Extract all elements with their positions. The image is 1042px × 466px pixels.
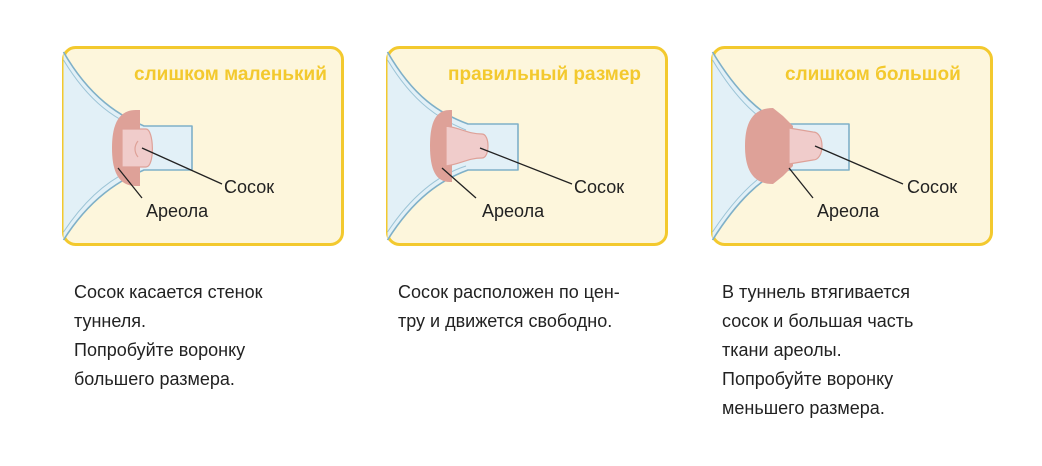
description-line: Сосок расположен по цен- bbox=[398, 282, 620, 302]
areola-label: Ареола bbox=[482, 201, 545, 221]
description-line: сосок и большая часть bbox=[722, 311, 914, 331]
panel-too-small: слишком маленький Сосок Ареола bbox=[62, 46, 344, 246]
description-line: Попробуйте воронку bbox=[74, 340, 246, 360]
nipple-label: Сосок bbox=[224, 177, 275, 197]
panel-correct-size: правильный размер Сосок Ареола bbox=[386, 46, 668, 246]
areola-label: Ареола bbox=[146, 201, 209, 221]
nipple-shape bbox=[445, 125, 489, 167]
description-too-small: Сосок касается стенок туннеля. Попробуйт… bbox=[74, 278, 262, 394]
nipple-label: Сосок bbox=[907, 177, 958, 197]
panel-title: слишком маленький bbox=[134, 64, 327, 85]
description-line: туннеля. bbox=[74, 311, 146, 331]
panel-too-large: слишком большой Сосок Ареола bbox=[711, 46, 993, 246]
description-too-large: В туннель втягивается сосок и большая ча… bbox=[722, 278, 913, 423]
description-line: В туннель втягивается bbox=[722, 282, 910, 302]
nipple-shape bbox=[788, 127, 823, 165]
areola-label: Ареола bbox=[817, 201, 880, 221]
areola-shape bbox=[745, 108, 793, 184]
diagram-too-large bbox=[711, 46, 993, 246]
description-line: Попробуйте воронку bbox=[722, 369, 894, 389]
panel-title: правильный размер bbox=[448, 64, 642, 85]
description-line: большего размера. bbox=[74, 369, 235, 389]
description-line: ткани ареолы. bbox=[722, 340, 842, 360]
nipple-shape bbox=[121, 128, 153, 168]
description-line: Сосок касается стенок bbox=[74, 282, 263, 302]
description-line: тру и движется свободно. bbox=[398, 311, 613, 331]
diagram-correct-size bbox=[386, 46, 668, 246]
panel-title: слишком большой bbox=[785, 64, 961, 85]
diagram-too-small bbox=[62, 46, 344, 246]
description-line: меньшего размера. bbox=[722, 398, 885, 418]
nipple-label: Сосок bbox=[574, 177, 625, 197]
description-correct-size: Сосок расположен по цен- тру и движется … bbox=[398, 278, 620, 336]
